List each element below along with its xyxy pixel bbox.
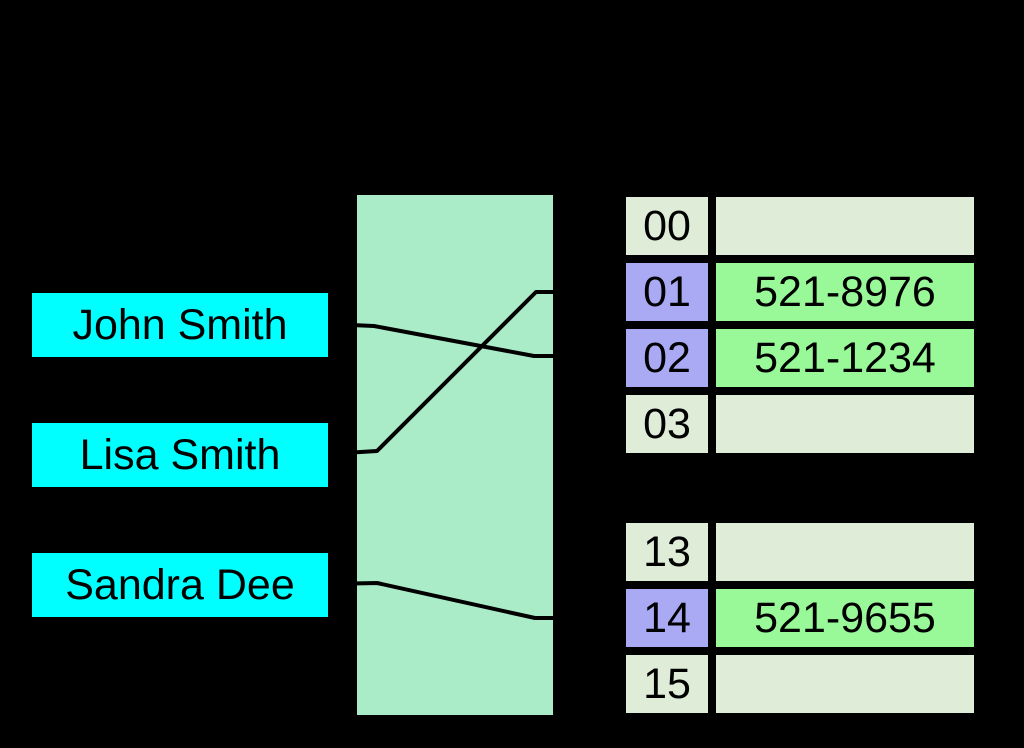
hash-function-box (357, 195, 553, 715)
bucket-index-03: 03 (626, 395, 708, 453)
bucket-index-01: 01 (626, 263, 708, 321)
bucket-value-14: 521-9655 (716, 589, 974, 647)
key-box-sandra-dee: Sandra Dee (32, 553, 328, 617)
link-john-smith-to-bucket-02 (327, 322, 628, 358)
bucket-value-13 (716, 523, 974, 581)
bucket-index-13: 13 (626, 523, 708, 581)
bucket-value-02: 521-1234 (716, 329, 974, 387)
key-box-lisa-smith: Lisa Smith (32, 423, 328, 487)
link-sandra-dee-to-bucket-14 (327, 581, 628, 620)
link-lisa-smith-to-bucket-01 (327, 290, 628, 456)
bucket-index-02: 02 (626, 329, 708, 387)
bucket-value-01: 521-8976 (716, 263, 974, 321)
bucket-index-14: 14 (626, 589, 708, 647)
bucket-index-15: 15 (626, 655, 708, 713)
bucket-value-03 (716, 395, 974, 453)
bucket-value-00 (716, 197, 974, 255)
bucket-value-15 (716, 655, 974, 713)
key-box-john-smith: John Smith (32, 293, 328, 357)
bucket-index-00: 00 (626, 197, 708, 255)
